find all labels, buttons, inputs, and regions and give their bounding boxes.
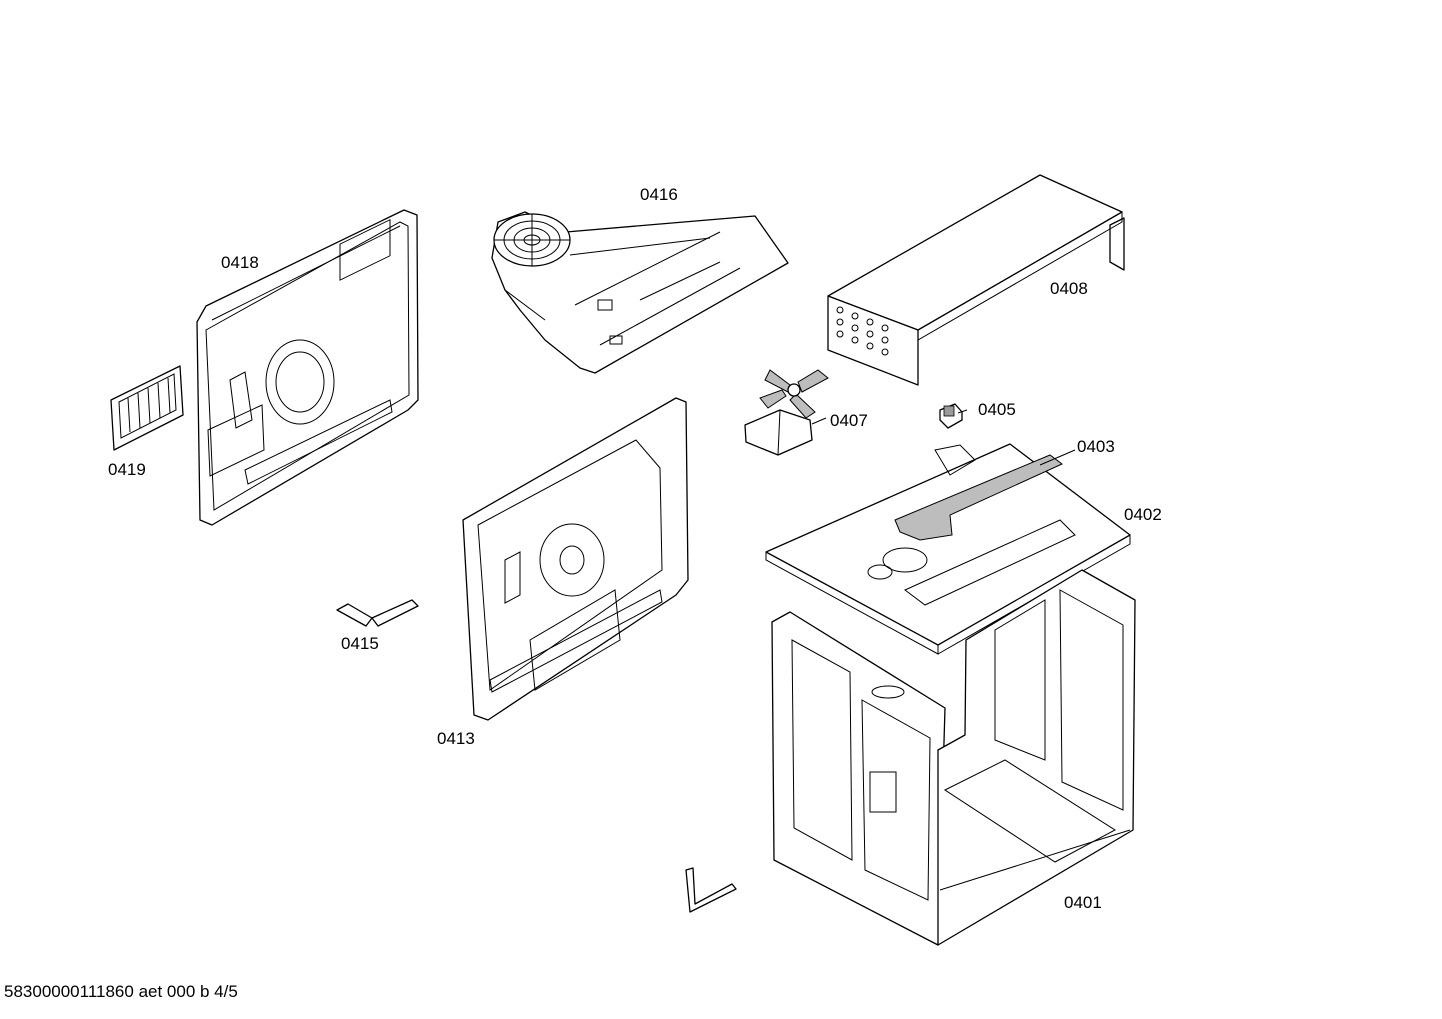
label-0405: 0405 xyxy=(978,400,1016,419)
part-0413-rear-wall xyxy=(462,397,689,721)
label-0408: 0408 xyxy=(1050,279,1088,298)
part-0405-switch xyxy=(939,403,963,429)
label-0403: 0403 xyxy=(1077,437,1115,456)
label-0407: 0407 xyxy=(830,411,868,430)
part-0416-fan-housing xyxy=(491,211,789,374)
part-0401-cavity xyxy=(771,569,1136,946)
label-0419: 0419 xyxy=(108,460,146,479)
label-0402: 0402 xyxy=(1124,505,1162,524)
part-0415-bracket xyxy=(336,599,419,627)
part-l-bracket xyxy=(685,867,737,913)
label-0418: 0418 xyxy=(221,253,259,272)
part-0403-gasket xyxy=(894,444,1063,541)
part-0402-base-plate xyxy=(765,443,1131,655)
label-0416: 0416 xyxy=(640,185,678,204)
part-0408-top-cover xyxy=(827,174,1125,386)
label-0415: 0415 xyxy=(341,634,379,653)
part-0407-fan-motor xyxy=(744,369,829,456)
part-0419-grill xyxy=(110,365,184,451)
leader-lines xyxy=(811,409,1076,466)
document-footer: 58300000111860 aet 000 b 4/5 xyxy=(4,982,238,1001)
label-0413: 0413 xyxy=(437,729,475,748)
label-0401: 0401 xyxy=(1064,893,1102,912)
part-0418-back-panel xyxy=(196,209,419,526)
